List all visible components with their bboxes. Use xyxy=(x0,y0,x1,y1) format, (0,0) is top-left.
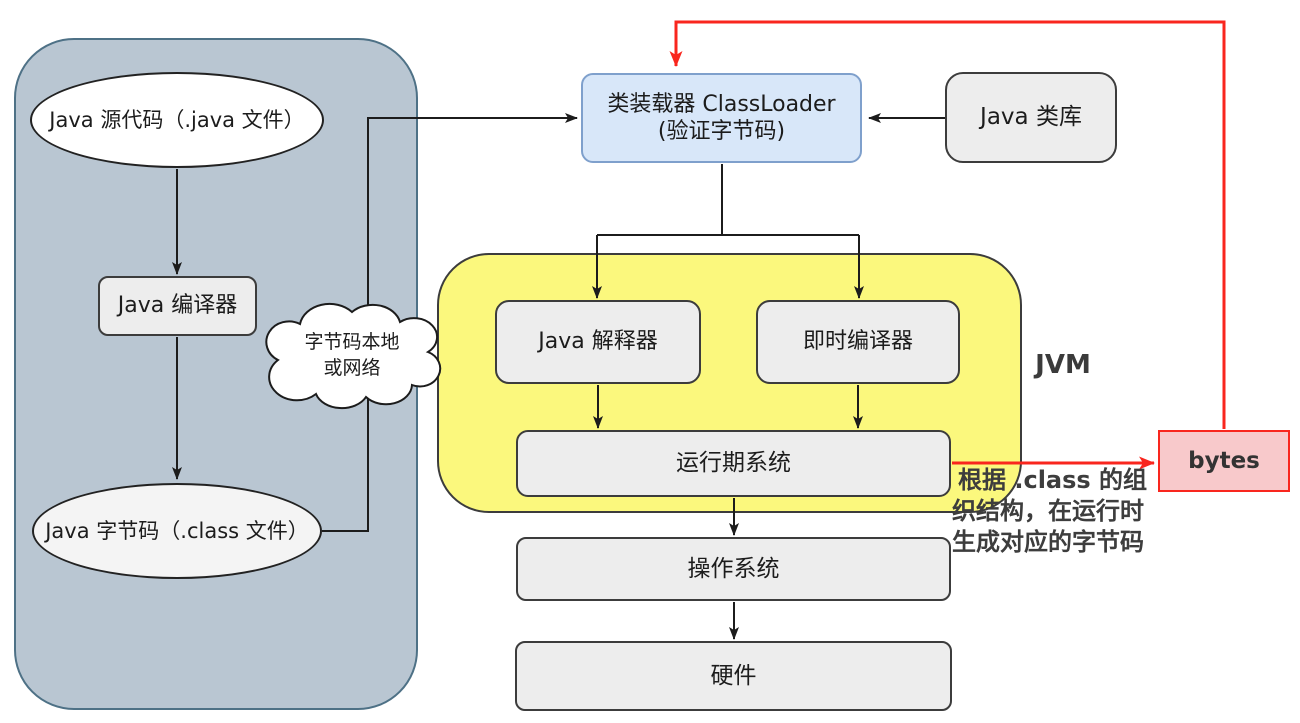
node-java-class-library-label: Java 类库 xyxy=(980,104,1082,131)
jvm-label: JVM xyxy=(1028,349,1098,381)
node-java-bytecode-label: Java 字节码（.class 文件） xyxy=(45,518,309,543)
node-java-bytecode: Java 字节码（.class 文件） xyxy=(32,483,322,579)
node-java-compiler: Java 编译器 xyxy=(98,276,257,336)
node-classloader-subtitle: (验证字节码) xyxy=(657,119,786,144)
cloud-label-line2: 或网络 xyxy=(323,357,381,379)
node-java-class-library: Java 类库 xyxy=(945,72,1117,163)
node-java-interpreter-label: Java 解释器 xyxy=(538,329,658,355)
annotation-line2: 织结构，在运行时 xyxy=(952,496,1144,525)
node-hardware: 硬件 xyxy=(515,641,952,711)
node-bytes-label: bytes xyxy=(1188,447,1260,474)
node-classloader-title: 类装载器 ClassLoader xyxy=(607,91,836,117)
annotation-line1: 根据 .class 的组 xyxy=(958,465,1148,494)
node-runtime-system-label: 运行期系统 xyxy=(676,450,791,477)
cloud-shape xyxy=(265,302,442,410)
node-runtime-system: 运行期系统 xyxy=(516,430,951,497)
node-java-interpreter: Java 解释器 xyxy=(495,300,701,384)
node-jit-compiler-label: 即时编译器 xyxy=(802,329,913,355)
branch-line-classloader xyxy=(597,164,859,236)
node-operating-system: 操作系统 xyxy=(516,537,951,601)
annotation-bytes-generation: 根据 .class 的组 织结构，在运行时 生成对应的字节码 xyxy=(952,463,1174,559)
annotation-line3: 生成对应的字节码 xyxy=(952,527,1144,556)
node-hardware-label: 硬件 xyxy=(710,662,757,689)
cloud-bytecode-source: 字节码本地 或网络 xyxy=(282,330,422,382)
node-jit-compiler: 即时编译器 xyxy=(756,300,960,384)
node-classloader: 类装载器 ClassLoader (验证字节码) xyxy=(581,73,862,163)
cloud-label-line1: 字节码本地 xyxy=(304,331,400,354)
node-bytes: bytes xyxy=(1158,430,1290,492)
jvm-label-text: JVM xyxy=(1035,349,1091,380)
node-java-compiler-label: Java 编译器 xyxy=(117,293,238,319)
path-bytes-to-classloader xyxy=(669,20,1226,429)
node-operating-system-label: 操作系统 xyxy=(687,555,780,582)
node-java-source-label: Java 源代码（.java 文件） xyxy=(49,107,305,132)
node-java-source: Java 源代码（.java 文件） xyxy=(30,72,324,168)
